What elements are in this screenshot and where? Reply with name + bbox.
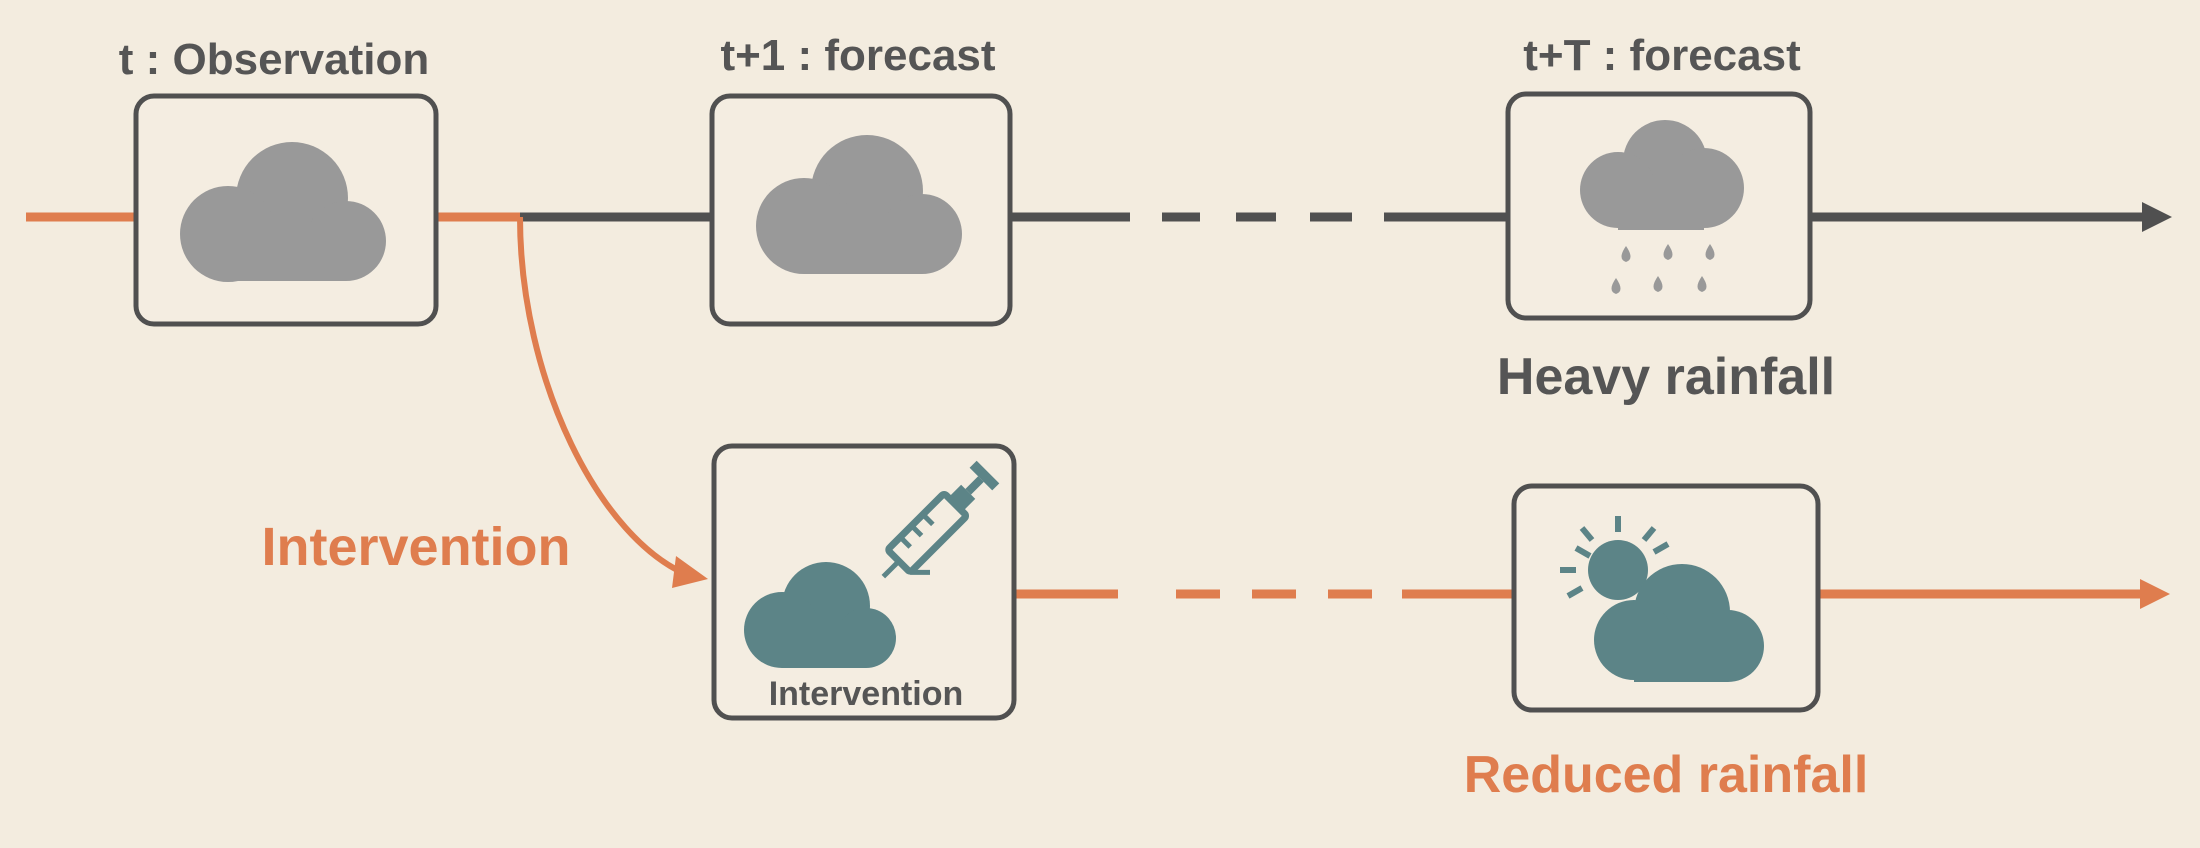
cloud-icon [180, 142, 386, 282]
forecast-T-title: t+T : forecast [1523, 31, 1801, 80]
intervention-timeline [1014, 579, 2170, 609]
orange-arrowhead [2140, 579, 2170, 609]
observation-title: t : Observation [119, 35, 430, 84]
timeline-arrowhead [2142, 202, 2172, 232]
forecast-1-stage: t+1 : forecast [709, 31, 1013, 327]
intervention-curve [517, 216, 692, 579]
rain-cloud-icon [1580, 120, 1744, 294]
cloud-icon [756, 135, 962, 274]
forecast-1-title: t+1 : forecast [720, 31, 995, 80]
intervention-stage: Intervention [711, 443, 1017, 721]
outcome-stage: Reduced rainfall [1464, 483, 1869, 804]
intervention-arrow-label: Intervention [261, 517, 570, 577]
syringe-icon [881, 460, 1000, 579]
intervention-path [26, 212, 708, 588]
observation-stage: t : Observation [119, 35, 439, 327]
main-timeline [520, 202, 2172, 232]
reduced-rainfall-caption: Reduced rainfall [1464, 746, 1869, 804]
intervention-box-caption: Intervention [769, 675, 964, 713]
heavy-rainfall-caption: Heavy rainfall [1497, 348, 1835, 406]
forecast-T-stage: t+T : forecast Heavy rainfall [1497, 31, 1835, 406]
intervention-arrowhead [672, 556, 708, 588]
sun-behind-cloud-icon [1560, 516, 1764, 682]
teal-cloud-icon [744, 562, 896, 668]
